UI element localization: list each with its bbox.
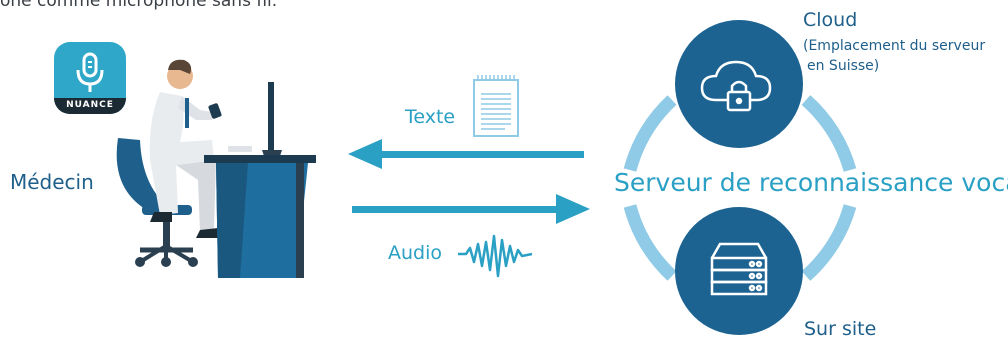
app-brand-bar: NUANCE [54,98,126,114]
waveform-icon [458,234,533,278]
desk [204,82,316,278]
app-brand-text: NUANCE [66,100,114,110]
doctor-illustration [116,59,316,278]
cloud-subtitle-line2: en Suisse) [807,58,880,74]
document-icon [473,75,519,137]
server-label: Serveur de reconnaissance vocale [614,168,1008,197]
cloud-title: Cloud [803,9,858,31]
audio-arrow [352,194,590,224]
top-text: one comme microphone sans fil. [0,0,278,11]
doctor-label: Médecin [10,170,94,194]
onsite-circle [675,207,803,335]
nuance-app-icon: NUANCE [54,42,126,114]
audio-flow-label: Audio [388,242,443,264]
text-flow-label: Texte [405,106,456,128]
cloud-subtitle-line1: (Emplacement du serveur [803,38,986,54]
onsite-label: Sur site [804,318,877,340]
cloud-circle [675,20,803,148]
cloud-lock-icon [700,60,772,112]
doctor-figure [149,59,222,238]
server-rack-icon [710,242,768,296]
microphone-icon [76,52,104,92]
text-arrow [348,139,584,169]
